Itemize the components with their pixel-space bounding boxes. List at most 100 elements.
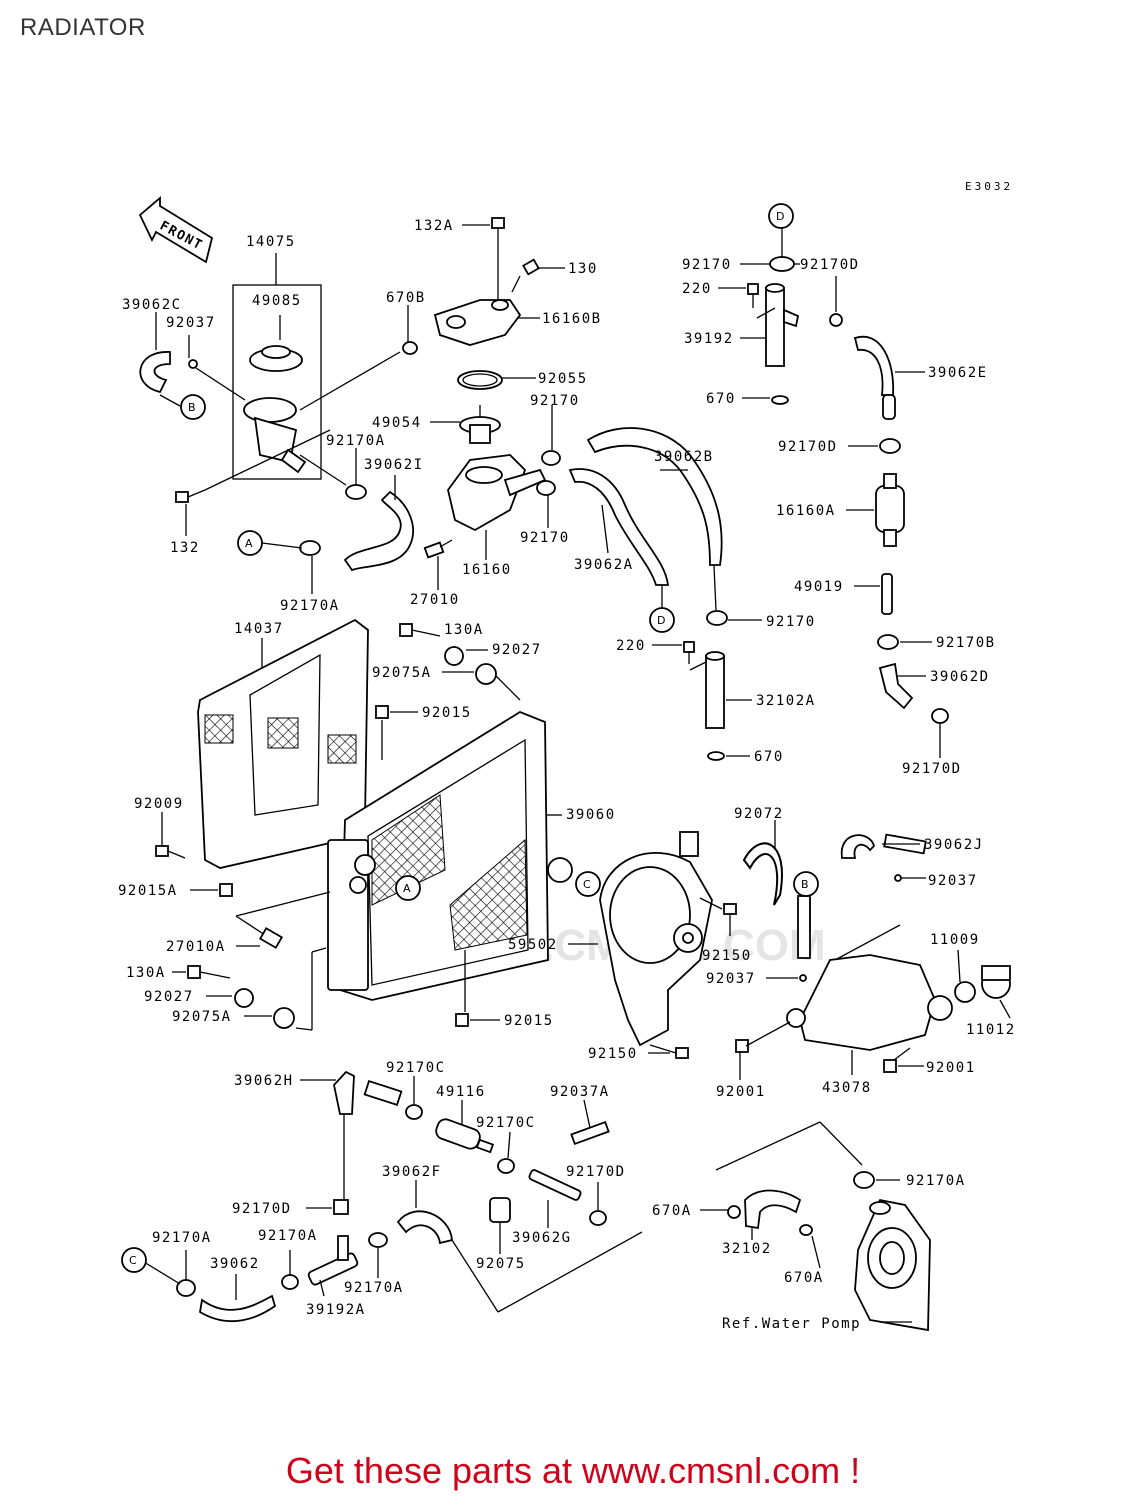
collar-92027-top: [444, 646, 464, 666]
diagram-code: E3032: [965, 180, 1013, 193]
label-92150-a: 92150: [702, 948, 752, 964]
label-92170a-f: 92170A: [344, 1280, 404, 1296]
label-132: 132: [170, 540, 200, 556]
label-92001-b: 92001: [926, 1060, 976, 1076]
label-39192a: 39192A: [306, 1302, 366, 1318]
label-39192: 39192: [684, 331, 734, 347]
label-92170c-b: 92170C: [476, 1115, 536, 1131]
pipe-b: [797, 895, 811, 959]
bolt-132a: [491, 217, 505, 244]
hose-39062h: [333, 1070, 355, 1115]
note-water-pump: Ref.Water Pomp: [722, 1316, 861, 1332]
bolt-130: [511, 258, 540, 293]
label-49054: 49054: [372, 415, 422, 431]
bolt-132: [175, 489, 206, 503]
label-14037: 14037: [234, 621, 284, 637]
hose-39062f: [396, 1210, 453, 1245]
hose-39062c: [139, 351, 171, 394]
label-670-b: 670: [754, 749, 784, 765]
callout-a-radiator: A: [395, 875, 421, 901]
page-title: RADIATOR: [20, 14, 146, 41]
bolt-130a-low: [187, 965, 231, 979]
label-39062a: 39062A: [574, 557, 634, 573]
label-132a: 132A: [414, 218, 454, 234]
label-39062c: 39062C: [122, 297, 182, 313]
label-49019: 49019: [794, 579, 844, 595]
bolt-92001-left: [735, 1021, 791, 1053]
reserve-tank-43078: [786, 954, 953, 1051]
label-32102: 32102: [722, 1241, 772, 1257]
label-92170a-e: 92170A: [258, 1228, 318, 1244]
oring-670-mid: [707, 751, 725, 761]
callout-b-top: B: [180, 394, 206, 420]
clamp-92170c-b: [497, 1158, 515, 1174]
temp-sensor-27010a: [258, 927, 284, 949]
temp-switch-27010: [423, 539, 453, 559]
hose-39062d: [878, 662, 914, 710]
pipe-49019: [881, 573, 893, 615]
svg-text:C: C: [129, 1254, 137, 1267]
collar-92027-low: [234, 988, 254, 1008]
label-92027-a: 92027: [492, 642, 542, 658]
label-92170d-b: 92170D: [778, 439, 838, 455]
label-27010: 27010: [410, 592, 460, 608]
bolt-92001-right: [883, 1047, 911, 1073]
bracket-14075: [232, 284, 322, 480]
clamp-92170d-left: [333, 1199, 349, 1215]
label-92170a-a: 92170A: [326, 433, 386, 449]
cap-11012: [981, 965, 1011, 999]
label-92015-b: 92015: [504, 1013, 554, 1029]
label-670a-b: 670A: [784, 1270, 824, 1286]
label-92015a: 92015A: [118, 883, 178, 899]
label-92072: 92072: [734, 806, 784, 822]
label-92170a-d: 92170A: [152, 1230, 212, 1246]
label-92075: 92075: [476, 1256, 526, 1272]
svg-text:D: D: [776, 210, 784, 223]
thermostat-housing-16160: [447, 454, 547, 532]
clip-92037-c: [799, 974, 807, 982]
part-radiator-cap: [249, 345, 303, 372]
label-670a-a: 670A: [652, 1203, 692, 1219]
clamp-92170a-housing: [345, 484, 367, 500]
water-pump-cover: [854, 1198, 931, 1332]
callout-b-right: B: [793, 871, 819, 897]
oring-670a-left: [727, 1205, 741, 1219]
pipe-39192: [756, 283, 800, 367]
svg-text:B: B: [801, 878, 809, 891]
label-92037a: 92037A: [550, 1084, 610, 1100]
label-39062b: 39062B: [654, 449, 714, 465]
oring-670a-right: [799, 1224, 813, 1236]
svg-text:A: A: [403, 882, 411, 895]
tie-92037a: [570, 1120, 610, 1146]
label-670-a: 670: [706, 391, 736, 407]
cap-11009: [954, 981, 976, 1003]
fitting-16160a: [875, 473, 905, 547]
clamp-92170a-d: [176, 1279, 196, 1297]
label-92037-a: 92037: [166, 315, 216, 331]
label-220-b: 220: [616, 638, 646, 654]
label-39062g: 39062G: [512, 1230, 572, 1246]
clamp-92170-39062b: [706, 610, 728, 626]
label-39062e: 39062E: [928, 365, 988, 381]
clamp-92170-top-right: [769, 256, 795, 272]
footer-parts-link[interactable]: Get these parts at www.cmsnl.com !: [285, 1450, 861, 1491]
label-92170c-a: 92170C: [386, 1060, 446, 1076]
clamp-92170d-top: [829, 313, 843, 327]
label-670b: 670B: [386, 290, 426, 306]
grommet-92075: [489, 1197, 511, 1223]
label-130a-b: 130A: [126, 965, 166, 981]
label-92001-a: 92001: [716, 1084, 766, 1100]
hose-39062i: [343, 490, 414, 572]
label-92150-b: 92150: [588, 1046, 638, 1062]
label-92170d-d: 92170D: [566, 1164, 626, 1180]
pipe-39192a: [307, 1235, 359, 1286]
label-92170a-b: 92170A: [280, 598, 340, 614]
callout-c-radiator: C: [575, 871, 601, 897]
thermostat-cover-16160b: [433, 299, 522, 346]
label-39060: 39060: [566, 807, 616, 823]
label-92015-a: 92015: [422, 705, 472, 721]
svg-text:A: A: [245, 537, 253, 550]
label-220-a: 220: [682, 281, 712, 297]
grommet-92075a-low: [273, 1007, 295, 1029]
label-92170b: 92170B: [936, 635, 996, 651]
